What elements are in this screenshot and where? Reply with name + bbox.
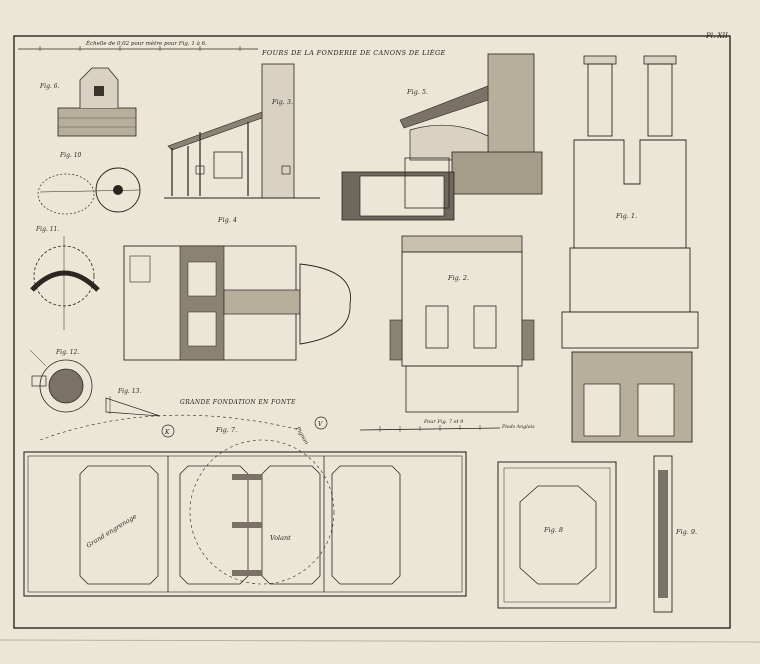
figure-2-label: Fig. 2. (447, 274, 469, 282)
figure-7-label: Fig. 7. (215, 426, 237, 434)
figure-2-drawing (389, 235, 535, 413)
plate-border (13, 35, 731, 629)
foundation-caption: GRANDE FONDATION EN FONTE (180, 399, 296, 406)
figure-3-drawing (164, 63, 320, 199)
volant-label: Volant (270, 534, 291, 542)
figure-10-drawing (37, 167, 141, 215)
figure-3-label: Fig. 3. (271, 98, 293, 106)
svg-text:V: V (318, 421, 323, 428)
figure-8-label: Fig. 8 (543, 526, 563, 534)
plate-number: Pl. XII (705, 32, 728, 40)
figure-7-drawing (23, 414, 467, 597)
gear-V-marker: V (314, 416, 328, 430)
figure-12-drawing (29, 349, 93, 413)
figure-1-drawing (561, 55, 699, 443)
page-edge (0, 639, 760, 643)
scale-unit: Pieds Anglais (501, 424, 535, 430)
figure-6-drawing (57, 67, 137, 137)
figure-4-label: Fig. 4 (217, 216, 237, 224)
figure-13-label: Fig. 13. (117, 388, 141, 395)
figure-6-label: Fig. 6. (39, 83, 60, 90)
scale-note-2: Pour Fig. 7 et 9 (423, 419, 464, 425)
figure-9-label: Fig. 9. (675, 528, 697, 536)
figure-1-label: Fig. 1. (615, 212, 637, 220)
scale-bar-top (18, 46, 258, 51)
figure-11-drawing (30, 236, 100, 330)
scale-note: Échelle de 0,02 pour mètre pour Fig. 1 à… (85, 39, 207, 47)
figure-5-label: Fig. 5. (406, 88, 428, 96)
figure-13-drawing (105, 396, 161, 417)
figure-8-drawing (497, 461, 617, 609)
gear-K-marker: K (161, 424, 175, 438)
figure-11-label: Fig. 11. (35, 226, 59, 233)
svg-text:K: K (164, 429, 170, 436)
figure-5-drawing (341, 53, 543, 221)
figure-9-drawing (653, 455, 673, 613)
figure-4-drawing (123, 245, 352, 361)
figure-12-label: Fig. 12. (55, 349, 79, 356)
plate-title: FOURS DE LA FONDERIE DE CANONS DE LIÈGE (261, 48, 446, 57)
scale-bar-bottom (359, 425, 501, 432)
figure-10-label: Fig. 10 (59, 152, 82, 159)
